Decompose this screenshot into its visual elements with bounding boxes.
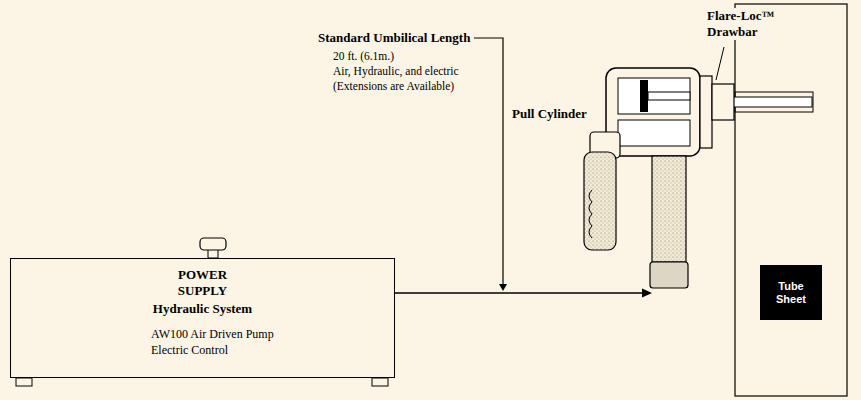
cylinder-chamber [618, 120, 690, 146]
connector-line [395, 292, 644, 294]
note: Air, Hydraulic, and electric [333, 64, 459, 78]
node-text: POWER SUPPLY [158, 267, 248, 299]
arrowhead [499, 284, 507, 291]
part-name: Flare-Loc™ Drawbar [705, 8, 795, 40]
node-text: Pull Cylinder [512, 106, 587, 122]
foot [16, 378, 32, 386]
node-text: Electric Control [151, 342, 394, 358]
handle [652, 156, 686, 262]
leader-line [716, 47, 724, 80]
leader-line [474, 38, 503, 284]
piston-rod [648, 92, 690, 100]
arrowhead [642, 289, 652, 298]
node-text: Hydraulic System [11, 300, 394, 317]
dimension: 20 ft. (6.1m.) [333, 49, 394, 63]
grip [584, 152, 616, 250]
cylinder-chamber [618, 78, 690, 114]
finger-grooves [589, 190, 592, 238]
power-supply-box: POWER SUPPLYHydraulic SystemAW100 Air Dr… [10, 258, 395, 378]
callout-title: Standard Umbilical Length [318, 30, 470, 46]
cylinder-flange [700, 76, 712, 148]
foot [372, 378, 388, 386]
node-text: Tube Sheet [771, 280, 811, 306]
handle-cap [650, 262, 688, 288]
pull-cylinder: Pull Cylinder [652, 150, 688, 295]
tube-sheet-panel [735, 4, 847, 396]
connector [395, 289, 652, 298]
knob [200, 238, 226, 250]
note: (Extensions are Available) [333, 79, 454, 93]
piston [640, 80, 648, 112]
tube-sheet-block: Tube Sheet [760, 265, 822, 320]
cylinder-nose [712, 84, 734, 120]
node-text: AW100 Air Driven Pump [151, 326, 394, 342]
